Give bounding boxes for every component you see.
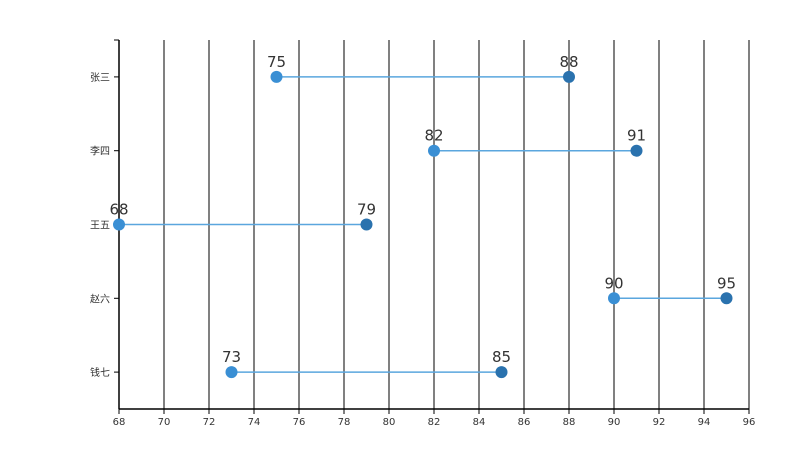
- start-value-label: 75: [267, 53, 286, 71]
- x-tick-label: 78: [338, 417, 351, 428]
- x-tick-label: 86: [518, 417, 531, 428]
- x-tick-label: 88: [563, 417, 576, 428]
- x-tick-label: 84: [473, 417, 486, 428]
- data-points: [113, 70, 733, 379]
- category-label: 赵六: [90, 292, 110, 305]
- x-tick-label: 92: [653, 417, 666, 428]
- category-label: 王五: [90, 221, 110, 232]
- end-point: [360, 218, 373, 231]
- x-tick-label: 90: [608, 417, 621, 428]
- start-value-label: 68: [109, 201, 128, 219]
- x-tick-label: 76: [293, 417, 306, 428]
- x-tick-label: 94: [698, 417, 711, 428]
- connectors: [119, 76, 727, 373]
- end-value-label: 79: [357, 201, 376, 219]
- category-label: 张三: [90, 72, 110, 84]
- x-tick-label: 96: [743, 417, 756, 428]
- start-value-label: 90: [604, 274, 623, 292]
- x-tick-label: 82: [428, 417, 441, 428]
- end-point: [563, 70, 575, 83]
- category-label: 李四: [90, 145, 110, 158]
- x-tick-label: 68: [113, 417, 126, 428]
- data-labels: 75 88 82 91 68 79 90 95 73 85: [109, 53, 736, 366]
- end-value-label: 88: [559, 53, 578, 71]
- start-point: [608, 292, 620, 305]
- start-value-label: 73: [222, 348, 241, 366]
- end-value-label: 95: [717, 274, 736, 292]
- x-tick-label: 80: [383, 417, 396, 428]
- end-value-label: 85: [492, 348, 511, 366]
- end-point: [720, 292, 733, 305]
- end-point: [630, 144, 643, 157]
- end-point: [495, 366, 508, 379]
- category-label: 钱七: [90, 366, 110, 379]
- start-point: [428, 144, 440, 157]
- x-tick-label: 70: [158, 417, 171, 428]
- x-tick-label: 74: [248, 417, 261, 428]
- start-point: [113, 218, 125, 231]
- x-tick-label: 72: [203, 417, 216, 428]
- start-point: [225, 366, 238, 379]
- start-value-label: 82: [424, 127, 443, 145]
- start-point: [270, 70, 283, 83]
- end-value-label: 91: [627, 127, 646, 145]
